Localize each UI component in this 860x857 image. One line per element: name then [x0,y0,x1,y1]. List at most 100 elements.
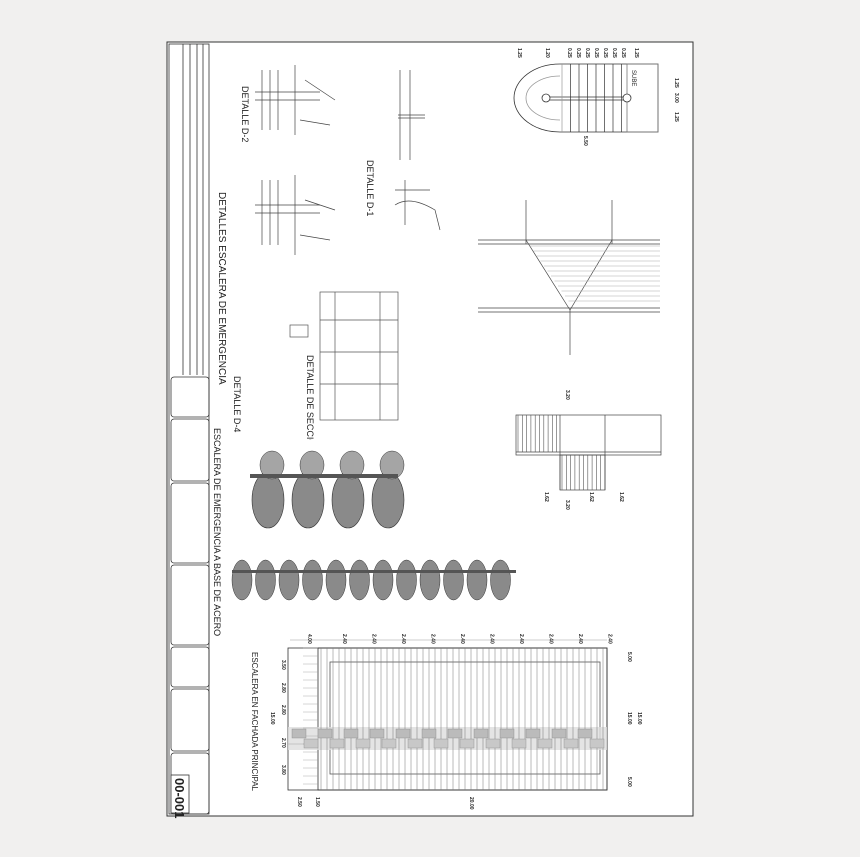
facade-stair-landing [485,738,501,749]
title-escalera-acero: ESCALERA DE EMERGENCIA A BASE DE ACERO [212,428,222,636]
facade-stair-landing [381,738,397,749]
facade-stair-landing [369,728,385,739]
detail-d1 [394,70,441,231]
facade-stair-landing [537,738,553,749]
spiral-stair-module [302,559,323,601]
facade-stair-landing [459,738,475,749]
spiral-stair-module [372,559,394,601]
facade-stair-landing [343,728,359,739]
stair-v-elevation [478,200,660,355]
stair-section-plan [515,414,662,491]
plan-dim-top: 0.25 [575,48,581,58]
facade-dim-left: 2.80 [280,683,286,693]
sheet-border [166,41,694,817]
section-dim: 1.62 [588,492,594,502]
section-dim: 1.62 [543,492,549,502]
facade-dim-right-total: 15.00 [636,712,642,725]
facade-dim-right: 5.00 [626,777,632,787]
title-detalle-d4: DETALLE D-4 [232,376,242,432]
plan-dim-right: 3.00 [673,93,679,103]
facade-stair-landing [407,738,423,749]
plan-dim-top: 0.25 [620,48,626,58]
spiral-stair-module [466,559,488,601]
facade-dim-top: 2.40 [548,634,554,644]
facade-stair-landing [589,738,605,749]
plan-dim-top: 0.25 [602,48,608,58]
facade-dim-top: 2.40 [577,634,583,644]
facade-dim-left: 2.80 [280,705,286,715]
plan-dim-top: 0.25 [611,48,617,58]
spiral-stair-module [331,471,365,529]
facade-dim-bottom: 20.00 [468,797,474,810]
spiral-stair-module [371,471,405,529]
facade-dim-bottom: 2.50 [296,797,302,807]
render-3d-stairs-top [250,450,405,529]
title-detalles-escalera: DETALLES ESCALERA DE EMERGENCIA [216,192,227,385]
facade-stair-landing [563,738,579,749]
spiral-stair-module [325,559,347,601]
facade-stair-landing [551,728,567,739]
plan-dim-top: 0.25 [566,48,572,58]
facade-stair-landing [355,738,371,749]
detail-d2 [255,65,336,255]
plan-dim-bottom: 5.50 [582,136,588,146]
plan-dim-top: 1.20 [544,48,550,58]
facade-dim-top: 2.40 [518,634,524,644]
title-detalle-seccion: DETALLE DE SECCION 1 [305,355,315,460]
title-escalera-fachada: ESCALERA EN FACHADA PRINCIPAL [250,652,259,792]
plan-dim-right: 1.25 [673,78,679,88]
facade-dim-left-total: 15.00 [269,712,275,725]
detail-section-1 [289,291,399,421]
spiral-stair-module [396,559,417,601]
facade-dim-top: 2.40 [459,634,465,644]
facade-dim-left: 3.80 [280,765,286,775]
stair-plan-treads [561,64,622,132]
facade-dim-top: 4.00 [306,634,312,644]
spiral-stair-landing [339,450,365,480]
facade-stair-landing [421,728,437,739]
spiral-stair-landing [259,450,285,480]
facade-dim-top: 2.40 [371,634,377,644]
facade-stair-landing [433,738,449,749]
facade-stair-landing [329,738,345,749]
spiral-stair-landing [299,450,325,480]
facade-dim-left: 2.70 [280,738,286,748]
spiral-stair-module [255,559,276,601]
spiral-stair-module [349,559,370,601]
spiral-stair-landing [379,450,405,480]
spiral-stair-module [291,471,325,529]
facade-stair-landing [395,728,411,739]
section-dim: 1.62 [618,492,624,502]
title-detalle-d2: DETALLE D-2 [240,86,250,142]
facade-stair-landing [473,728,489,739]
facade-dim-right: 15.00 [626,712,632,725]
render-beam [250,474,398,478]
plan-dim-top: 0.25 [584,48,590,58]
section-level-bottom: 3.20 [564,500,570,510]
plan-dim-right: 1.25 [673,112,679,122]
facade-mullions [291,647,605,790]
facade-dim-top: 2.40 [430,634,436,644]
title-block [168,43,210,815]
stair-section-treads: 1.62 1.62 1.62 [517,415,624,502]
spiral-stair-module [231,559,253,601]
spiral-stair-module [278,559,300,601]
facade-stair-landing [499,728,515,739]
facade-dim-top: 2.40 [341,634,347,644]
facade-stair-landing [317,728,333,739]
spiral-stair-module [419,559,441,601]
stair-plan-u [513,63,659,133]
title-detalle-d1: DETALLE D-1 [365,160,375,216]
facade-dim-right: 5.00 [626,652,632,662]
spiral-stair-module [251,471,285,529]
plan-dim-top: 0.25 [593,48,599,58]
facade-stair-landing [511,738,527,749]
facade-stair-landing [525,728,541,739]
stair-plan-sube-label: SUBE [630,70,636,86]
stair-v-hatch [530,245,660,302]
spiral-stair-module [490,559,511,601]
facade-dim-top: 2.40 [607,634,613,644]
